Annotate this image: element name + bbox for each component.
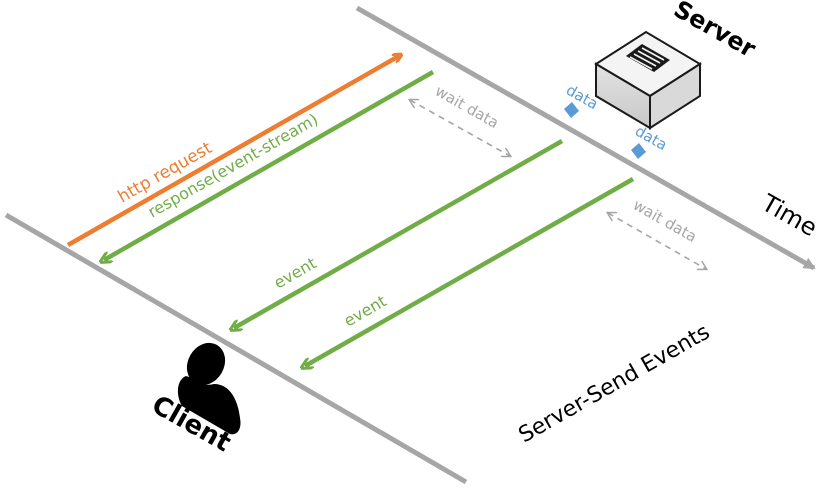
wait-label-1: wait data (432, 82, 502, 132)
client-timeline (4, 212, 468, 485)
event-label-1: event (271, 253, 320, 292)
http-request-arrow (66, 56, 399, 247)
wait-label-2: wait data (630, 196, 700, 246)
wait-arrow-1 (410, 100, 510, 156)
event-arrow-2 (305, 177, 635, 366)
client-icon (177, 342, 241, 435)
response-arrow (104, 70, 435, 260)
data-marker-2: data (631, 122, 670, 159)
server-timeline (355, 5, 816, 271)
time-label: Time (756, 188, 822, 242)
wait-arrow-2 (608, 213, 706, 269)
diagram-title: Server-Send Events (515, 320, 715, 449)
event-label-2: event (341, 291, 390, 330)
server-icon (594, 30, 702, 130)
event-arrow-1 (234, 139, 564, 328)
